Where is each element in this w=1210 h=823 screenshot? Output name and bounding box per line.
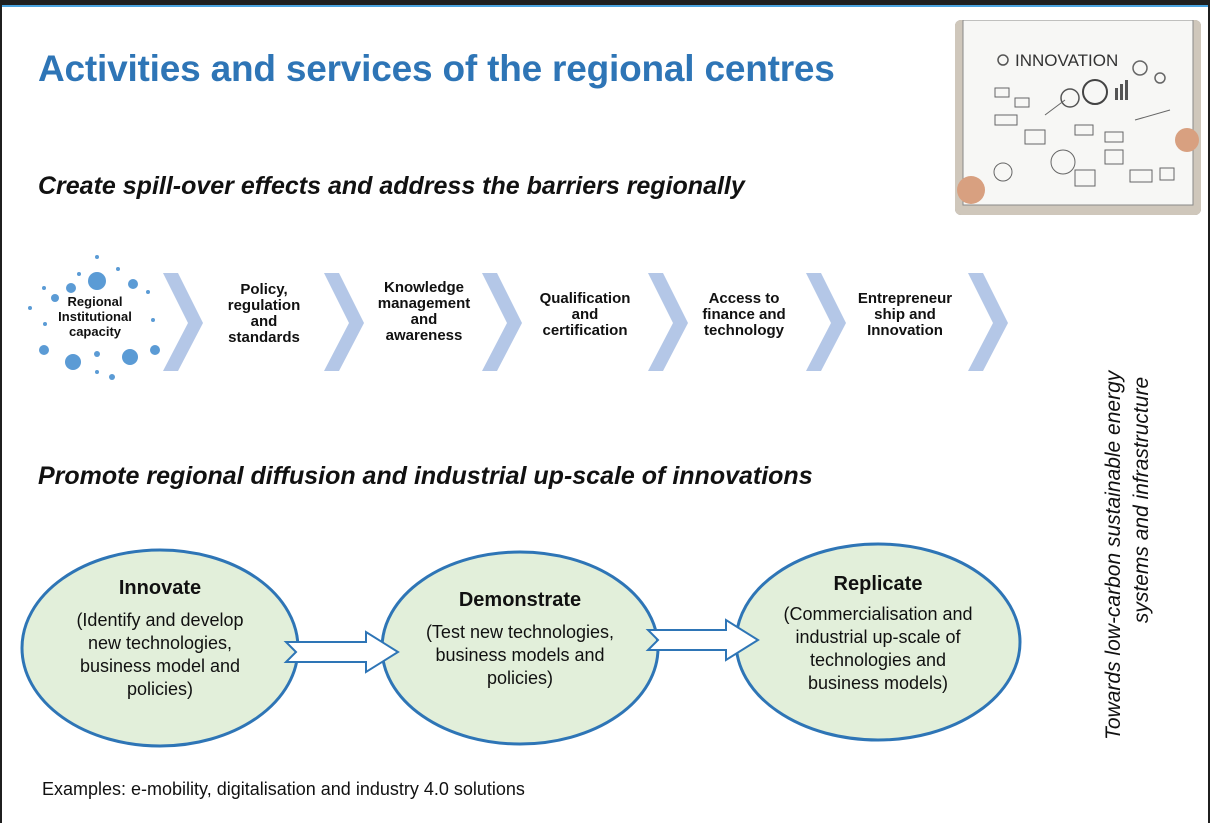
slide-title: Activities and services of the regional … xyxy=(38,48,835,89)
stage-line: policies) xyxy=(126,679,194,699)
arrow-demonstrate-to-replicate xyxy=(645,618,760,662)
stage-line: business model and xyxy=(79,656,241,676)
step-finance: Access to finance and technology xyxy=(684,291,804,339)
side-note-line: systems and infrastructure xyxy=(1130,376,1153,624)
right-border xyxy=(1208,0,1210,823)
stage-line: (Identify and develop xyxy=(76,610,244,630)
arrow-innovate-to-demonstrate xyxy=(283,630,400,674)
step-line: Knowledge xyxy=(383,279,464,296)
stage-line: business models) xyxy=(807,673,949,693)
capacity-line: Regional xyxy=(67,294,123,309)
step-line: ship and xyxy=(874,306,936,323)
stage-line: new technologies, xyxy=(87,633,233,653)
innovation-board-photo: INNOVATION xyxy=(955,20,1201,215)
side-note-line: Towards low-carbon sustainable energy xyxy=(1102,370,1125,740)
step-line: Access to xyxy=(708,290,780,307)
stage-line: (Commercialisation and xyxy=(783,604,973,624)
step-line: regulation xyxy=(227,297,301,314)
left-border xyxy=(0,0,2,823)
step-line: and xyxy=(250,313,278,330)
chevron-arrow-2 xyxy=(324,273,364,371)
capacity-line: Institutional xyxy=(58,309,132,324)
step-line: management xyxy=(377,295,471,312)
regional-capacity-label: Regional Institutional capacity xyxy=(38,294,152,339)
capacity-line: capacity xyxy=(68,324,122,339)
side-note-vertical: Towards low-carbon sustainable energy sy… xyxy=(1100,260,1156,740)
step-line: and xyxy=(410,311,438,328)
stage-line: business models and xyxy=(435,645,605,665)
top-accent-line xyxy=(0,5,1210,7)
chevron-arrow-6 xyxy=(968,273,1008,371)
stage-line: (Test new technologies, xyxy=(425,622,615,642)
examples-note: Examples: e-mobility, digitalisation and… xyxy=(42,779,525,799)
stage-innovate-title: Innovate xyxy=(118,577,202,599)
step-line: Qualification xyxy=(539,290,631,307)
chevron-arrow-4 xyxy=(648,273,688,371)
stage-demonstrate-title: Demonstrate xyxy=(458,589,582,611)
chevron-arrow-3 xyxy=(482,273,522,371)
step-line: standards xyxy=(228,329,300,346)
step-line: Entrepreneur xyxy=(857,290,953,307)
chevron-arrow-5 xyxy=(806,273,846,371)
step-line: certification xyxy=(542,322,628,339)
chevron-arrow-1 xyxy=(163,273,203,371)
stage-replicate-title: Replicate xyxy=(833,573,923,595)
step-policy: Policy, regulation and standards xyxy=(204,282,324,346)
stage-innovate-description: (Identify and develop new technologies, … xyxy=(40,609,280,701)
stage-line: technologies and xyxy=(809,650,947,670)
step-line: awareness xyxy=(385,327,463,344)
top-border xyxy=(0,0,1210,5)
step-line: and xyxy=(571,306,599,323)
stage-line: industrial up-scale of xyxy=(795,627,961,647)
step-line: technology xyxy=(703,322,784,339)
stage-line: policies) xyxy=(486,668,554,688)
step-line: Innovation xyxy=(867,322,943,339)
capacity-dots xyxy=(28,255,160,380)
step-line: Policy, xyxy=(240,281,288,298)
step-qualification: Qualification and certification xyxy=(525,291,645,339)
innovation-banner: INNOVATION xyxy=(1015,51,1118,70)
subheading-diffusion: Promote regional diffusion and industria… xyxy=(38,462,813,490)
step-line: finance and xyxy=(702,306,786,323)
step-knowledge: Knowledge management and awareness xyxy=(364,280,484,344)
step-entrepreneurship: Entrepreneur ship and Innovation xyxy=(845,291,965,339)
stages-flow xyxy=(20,542,1022,748)
stage-demonstrate-description: (Test new technologies, business models … xyxy=(395,621,645,690)
barriers-flow xyxy=(28,255,1008,380)
stage-replicate-description: (Commercialisation and industrial up-sca… xyxy=(748,603,1008,695)
subheading-barriers: Create spill-over effects and address th… xyxy=(38,172,745,200)
